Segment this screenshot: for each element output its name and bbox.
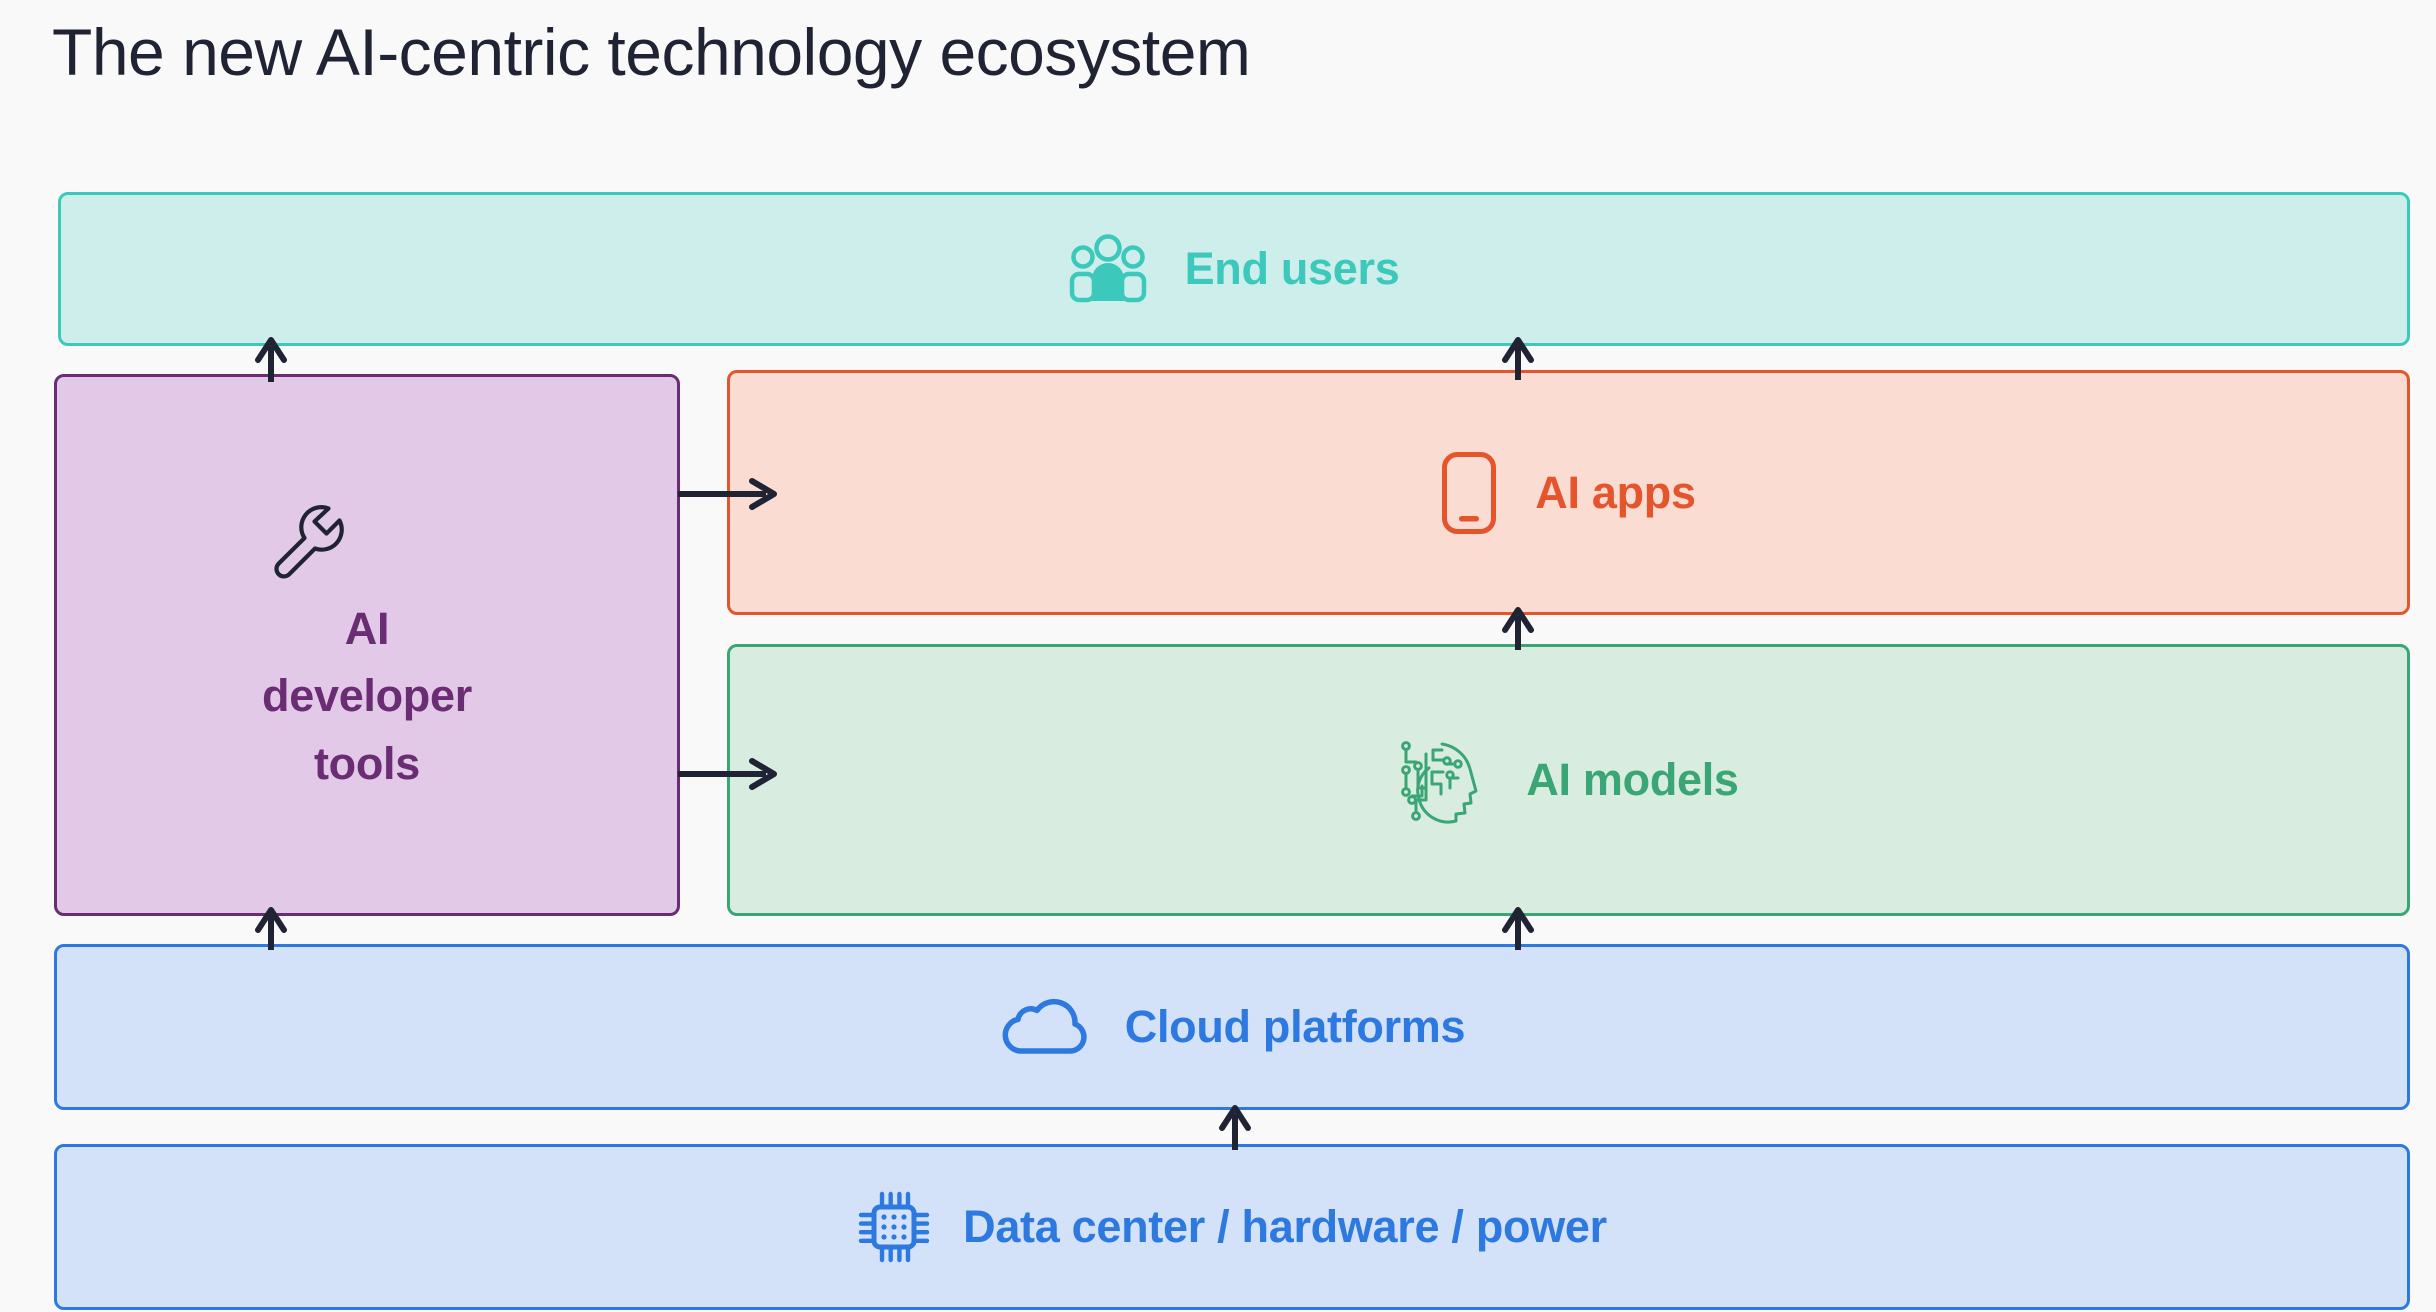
arrow-data-center-to-cloud <box>1219 1105 1251 1150</box>
people-group-icon <box>1069 233 1147 305</box>
box-ai-developer-tools-label-line-2: developer <box>262 670 472 722</box>
arrow-dev-tools-to-end-users <box>255 337 287 382</box>
box-ai-apps[interactable]: AI apps <box>727 370 2410 615</box>
box-end-users-label: End users <box>1184 243 1400 295</box>
box-ai-models[interactable]: AI models <box>727 644 2410 916</box>
arrow-cloud-to-dev-tools <box>255 907 287 950</box>
page-title: The new AI-centric technology ecosystem <box>52 15 1251 89</box>
arrow-dev-tools-to-ai-models <box>678 758 777 790</box>
box-ai-models-label: AI models <box>1526 754 1739 806</box>
cpu-chip-icon <box>857 1188 931 1266</box>
box-data-center-label: Data center / hardware / power <box>963 1201 1607 1253</box>
box-end-users[interactable]: End users <box>58 192 2410 346</box>
ai-brain-profile-icon <box>1398 734 1488 826</box>
box-ai-developer-tools-label-line-1: AI <box>344 603 390 655</box>
box-ai-developer-tools-label-line-3: tools <box>313 737 420 789</box>
box-cloud-platforms-label: Cloud platforms <box>1124 1001 1466 1053</box>
arrow-dev-tools-to-ai-apps <box>678 478 777 510</box>
smartphone-icon <box>1441 451 1497 535</box>
box-ai-developer-tools[interactable]: AI developer tools <box>54 374 680 916</box>
box-data-center[interactable]: Data center / hardware / power <box>54 1144 2410 1310</box>
wrench-icon <box>266 500 348 582</box>
arrow-ai-models-to-ai-apps <box>1502 607 1534 650</box>
arrow-ai-apps-to-end-users <box>1502 337 1534 380</box>
box-ai-apps-label: AI apps <box>1535 466 1696 518</box>
arrow-cloud-to-ai-models <box>1502 907 1534 950</box>
box-cloud-platforms[interactable]: Cloud platforms <box>54 944 2410 1110</box>
cloud-icon <box>999 996 1087 1058</box>
